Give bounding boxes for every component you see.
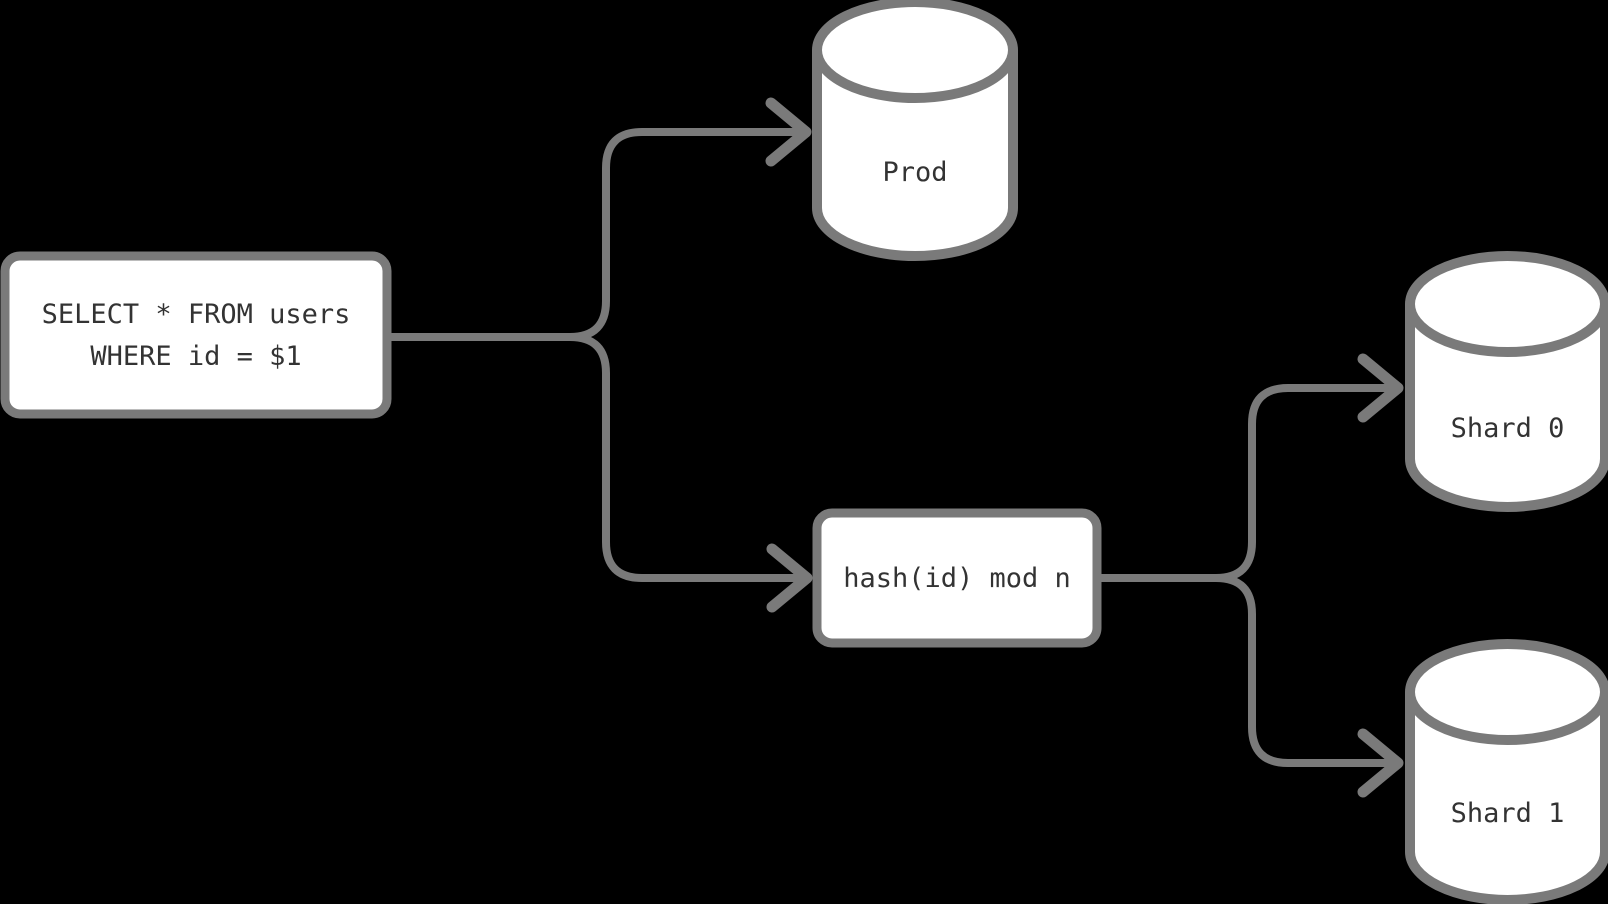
connector-hash-to-shard1-line <box>1093 574 1396 767</box>
prod-database-icon <box>812 50 1018 261</box>
arrowhead-to-shard1-icon <box>1357 728 1404 798</box>
connector-query-to-hash-line <box>384 333 805 582</box>
query-box-shape <box>0 251 392 419</box>
node-shard0-database: Shard 0 <box>1405 251 1608 512</box>
connector-query-to-prod-line <box>384 128 804 341</box>
node-query-box: SELECT * FROM users WHERE id = $1 <box>0 251 392 419</box>
connector-hash-to-shard0-line <box>1093 384 1396 582</box>
shard1-database-label: Shard 1 <box>1451 798 1565 829</box>
shard0-database-top <box>1405 251 1608 357</box>
shard0-database-icon <box>1405 304 1608 512</box>
hash-box-shape <box>812 508 1102 648</box>
connector-query-to-hash <box>384 333 813 613</box>
hash-box-label: hash(id) mod n <box>843 563 1071 594</box>
connector-query-to-prod <box>384 97 812 341</box>
shard1-database-top <box>1405 639 1608 745</box>
prod-database-top <box>812 0 1018 103</box>
query-box-label-line1: SELECT * FROM users <box>42 299 351 330</box>
connector-hash-to-shard1 <box>1093 574 1404 798</box>
arrowhead-to-hash-icon <box>766 543 813 613</box>
shard0-database-label: Shard 0 <box>1451 413 1565 444</box>
arrowhead-to-prod-icon <box>765 97 812 167</box>
connector-hash-to-shard0 <box>1093 353 1404 582</box>
arrowhead-to-shard0-icon <box>1357 353 1404 423</box>
node-hash-box: hash(id) mod n <box>812 508 1102 648</box>
query-box-label-line2: WHERE id = $1 <box>90 341 301 372</box>
prod-database-label: Prod <box>882 157 947 188</box>
shard1-database-icon <box>1405 692 1608 904</box>
node-shard1-database: Shard 1 <box>1405 639 1608 904</box>
node-prod-database: Prod <box>812 0 1018 261</box>
